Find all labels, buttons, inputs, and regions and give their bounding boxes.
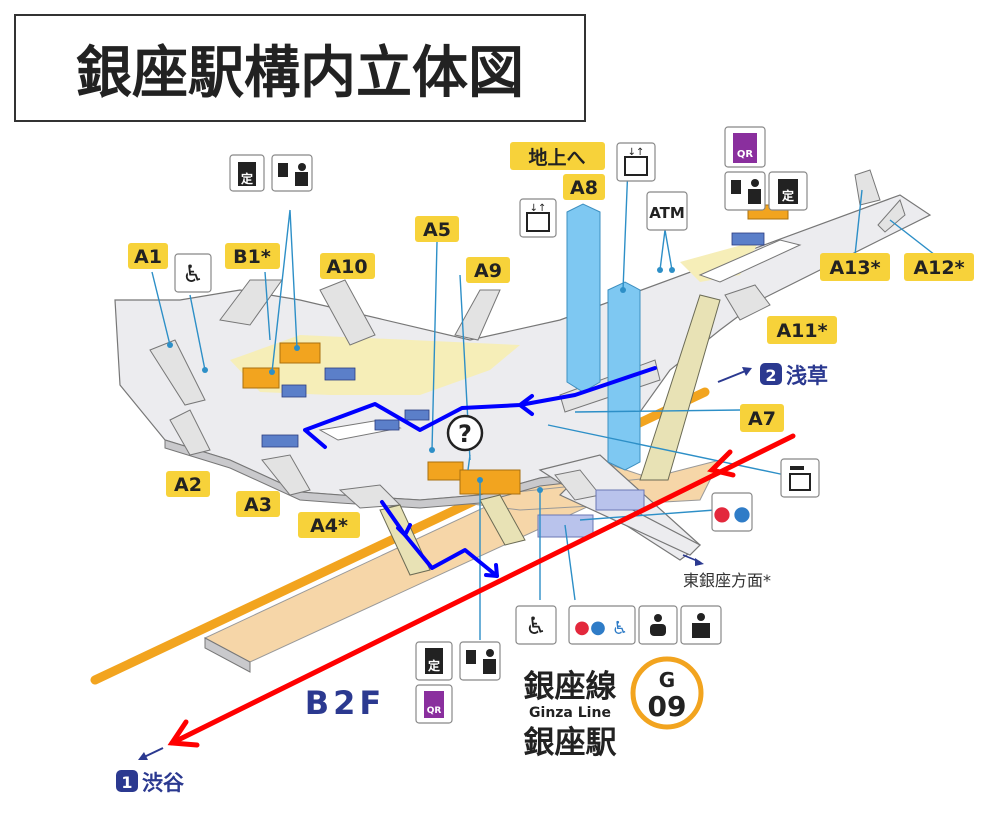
svg-text:渋谷: 渋谷	[142, 771, 185, 795]
restroom-icon: ●●	[711, 492, 753, 532]
first-aid-room-icon	[680, 605, 722, 645]
svg-text:A12*: A12*	[913, 257, 964, 279]
svg-text:A10: A10	[326, 256, 367, 278]
page-title: 銀座駅構内立体図	[76, 41, 524, 106]
line-name-en: Ginza Line	[529, 705, 611, 721]
exit-a5: A5	[415, 216, 459, 242]
exit-labels: A1 B1* A10 A5 A9 地上へ A8 A13* A12* A11* A…	[128, 142, 974, 538]
wheelchair-ramp-icon-2: ♿	[515, 605, 557, 645]
svg-text:QR: QR	[737, 149, 754, 160]
svg-text:定: 定	[428, 658, 440, 673]
commuter-pass-icon-2: 定	[768, 171, 808, 211]
facility-icons: 定 ♿ ↓↑ ↓↑ ATM QR 定 ●● ♿ ●●♿ 定 QR	[174, 126, 820, 724]
exit-a13: A13*	[820, 253, 890, 281]
ticket-office-staff-icon-2	[724, 171, 766, 211]
atm-icon: ATM	[646, 191, 688, 231]
station-number-badge: G 09	[630, 656, 704, 730]
svg-text:↓↑: ↓↑	[628, 147, 645, 158]
svg-text:A5: A5	[423, 219, 451, 241]
ticket-offices	[242, 204, 789, 495]
floor-label: B2F	[305, 684, 386, 722]
exit-a2: A2	[166, 471, 210, 497]
elevator-shafts	[566, 203, 641, 471]
exit-a10: A10	[320, 253, 375, 279]
exit-a9: A9	[466, 257, 510, 283]
baby-changing-icon	[638, 605, 678, 645]
svg-text:地上へ: 地上へ	[528, 146, 585, 169]
information-icon: ?	[446, 414, 484, 452]
title-box: 銀座駅構内立体図	[14, 14, 586, 122]
svg-text:ATM: ATM	[649, 204, 685, 222]
svg-text:A11*: A11*	[776, 320, 827, 342]
leader-lines	[151, 164, 936, 640]
svg-text:定: 定	[782, 188, 794, 203]
svg-text:●: ●	[574, 617, 590, 638]
wheelchair-ramp-icon: ♿	[174, 253, 212, 293]
svg-text:2: 2	[765, 366, 776, 385]
svg-text:B1*: B1*	[233, 246, 271, 268]
svg-text:A2: A2	[174, 474, 202, 496]
svg-text:↓↑: ↓↑	[530, 203, 547, 214]
coin-locker-icon	[780, 458, 820, 498]
station-name-ja: 銀座駅	[524, 725, 617, 761]
exit-a8: A8	[563, 174, 605, 200]
svg-text:G: G	[659, 668, 675, 692]
svg-text:♿: ♿	[182, 260, 204, 288]
svg-text:09: 09	[648, 690, 687, 723]
svg-text:浅草: 浅草	[786, 364, 828, 388]
stairs	[149, 169, 906, 576]
svg-text:A9: A9	[474, 260, 502, 282]
ticket-office-staff-icon	[271, 154, 313, 192]
commuter-pass-icon-3: 定	[415, 641, 453, 681]
elevator-icon-2: ↓↑	[616, 142, 656, 182]
svg-text:●: ●	[590, 617, 606, 638]
accessible-restroom-icon: ●● ♿	[568, 605, 636, 645]
svg-text:QR: QR	[427, 706, 442, 716]
elevator-icon: ↓↑	[519, 198, 557, 238]
exit-a4: A4*	[298, 512, 360, 538]
svg-text:A7: A7	[748, 408, 776, 430]
commuter-pass-icon: 定	[229, 154, 265, 192]
qr-ticket-icon: QR	[724, 126, 766, 168]
ticket-gates	[261, 232, 765, 448]
exit-a11: A11*	[767, 316, 837, 344]
svg-text:♿: ♿	[525, 612, 547, 640]
exit-a7: A7	[740, 404, 784, 432]
svg-text:1: 1	[121, 773, 132, 792]
line-name-ja: 銀座線	[524, 669, 617, 705]
exit-a1: A1	[128, 243, 168, 269]
direction-asakusa: 2 浅草	[717, 363, 828, 388]
svg-text:定: 定	[241, 171, 253, 186]
direction-higashi-ginza: 東銀座方面*	[682, 554, 771, 590]
svg-text:●: ●	[733, 501, 750, 525]
svg-text:?: ?	[458, 420, 472, 448]
ticket-office-staff-icon-3	[459, 641, 501, 681]
exit-a3: A3	[236, 491, 280, 517]
exit-b1: B1*	[225, 243, 280, 269]
exit-a12: A12*	[904, 253, 974, 281]
direction-shibuya: 1 渋谷	[116, 747, 185, 795]
svg-text:東銀座方面*: 東銀座方面*	[683, 571, 771, 590]
svg-text:A13*: A13*	[829, 257, 880, 279]
svg-text:A4*: A4*	[310, 515, 348, 537]
svg-text:●: ●	[713, 501, 730, 525]
svg-text:♿: ♿	[612, 618, 628, 639]
route-red	[167, 433, 796, 748]
exit-to-ground: 地上へ	[510, 142, 605, 170]
route-blue	[303, 366, 657, 578]
svg-text:A8: A8	[570, 177, 598, 199]
station-name: 銀座線 Ginza Line 銀座駅	[524, 669, 617, 761]
svg-text:A3: A3	[244, 494, 272, 516]
qr-ticket-icon-2: QR	[415, 684, 453, 724]
svg-text:A1: A1	[134, 246, 162, 268]
